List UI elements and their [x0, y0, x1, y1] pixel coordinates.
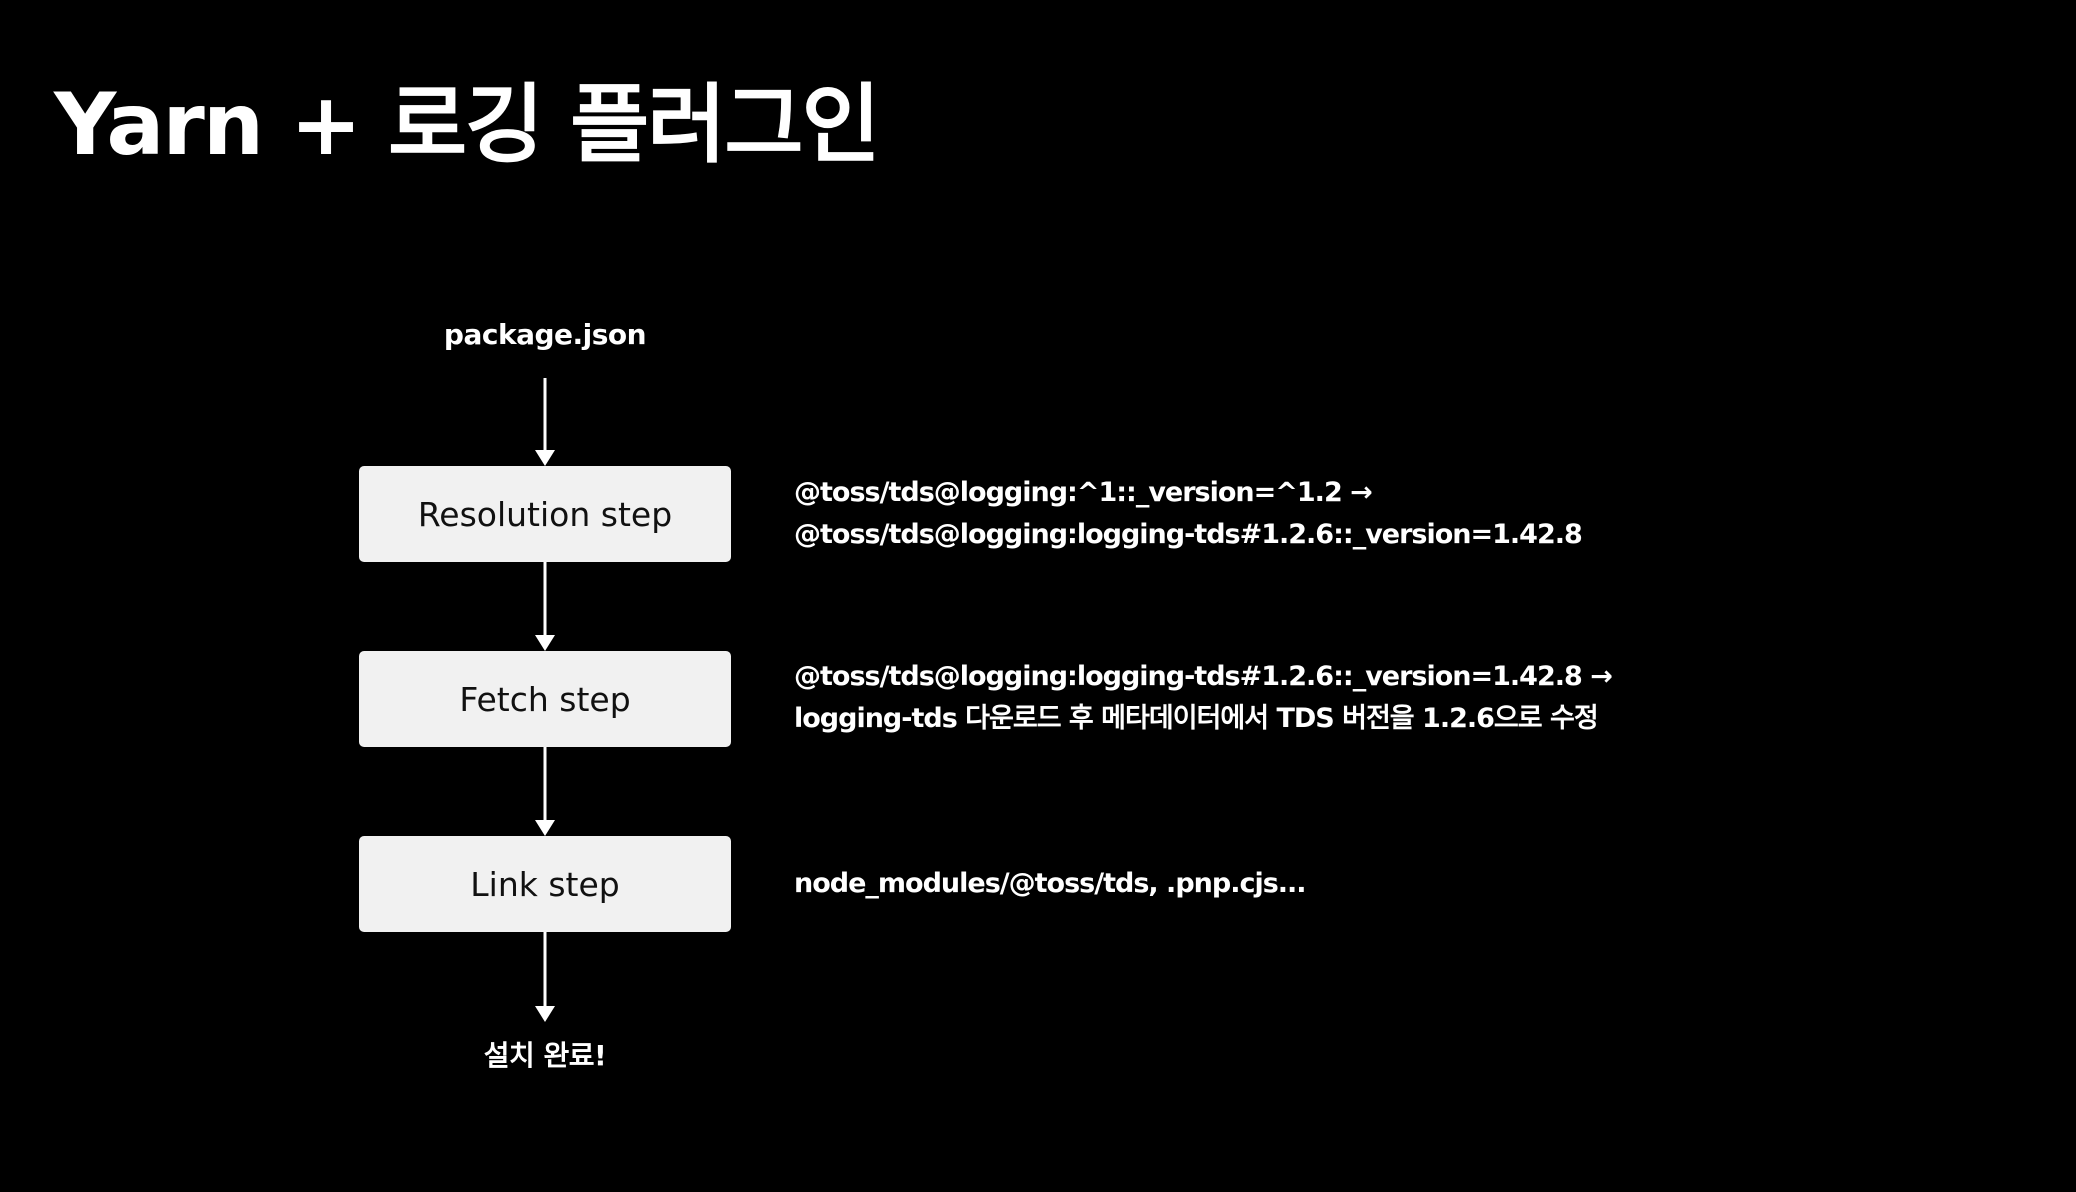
fetch-step-box: Fetch step — [359, 651, 731, 747]
end-label: 설치 완료! — [483, 1039, 607, 1072]
arrowhead-link-to-end — [535, 1006, 555, 1022]
fetch-step-label: Fetch step — [459, 679, 631, 719]
link-step-label: Link step — [470, 864, 620, 904]
arrowhead-fetch-to-link — [535, 820, 555, 836]
resolution-step-label: Resolution step — [417, 494, 673, 534]
resolution-step-box: Resolution step — [359, 466, 731, 562]
start-label: package.json — [443, 318, 647, 351]
slide-title: Yarn + 로깅 플러그인 — [54, 75, 881, 175]
arrowhead-start-to-resolution — [535, 450, 555, 466]
resolution-step-description: @toss/tds@logging:^1::_version=^1.2 → @t… — [794, 472, 1583, 556]
resolution-desc-line-2: @toss/tds@logging:logging-tds#1.2.6::_ve… — [794, 519, 1583, 550]
fetch-desc-line-2: logging-tds 다운로드 후 메타데이터에서 TDS 버전을 1.2.6… — [794, 703, 1599, 734]
link-step-description: node_modules/@toss/tds, .pnp.cjs... — [794, 863, 1307, 905]
link-step-box: Link step — [359, 836, 731, 932]
arrowhead-resolution-to-fetch — [535, 635, 555, 651]
resolution-desc-line-1: @toss/tds@logging:^1::_version=^1.2 → — [794, 477, 1373, 508]
fetch-step-description: @toss/tds@logging:logging-tds#1.2.6::_ve… — [794, 656, 1613, 740]
link-desc-line-1: node_modules/@toss/tds, .pnp.cjs... — [794, 868, 1307, 899]
fetch-desc-line-1: @toss/tds@logging:logging-tds#1.2.6::_ve… — [794, 661, 1613, 692]
